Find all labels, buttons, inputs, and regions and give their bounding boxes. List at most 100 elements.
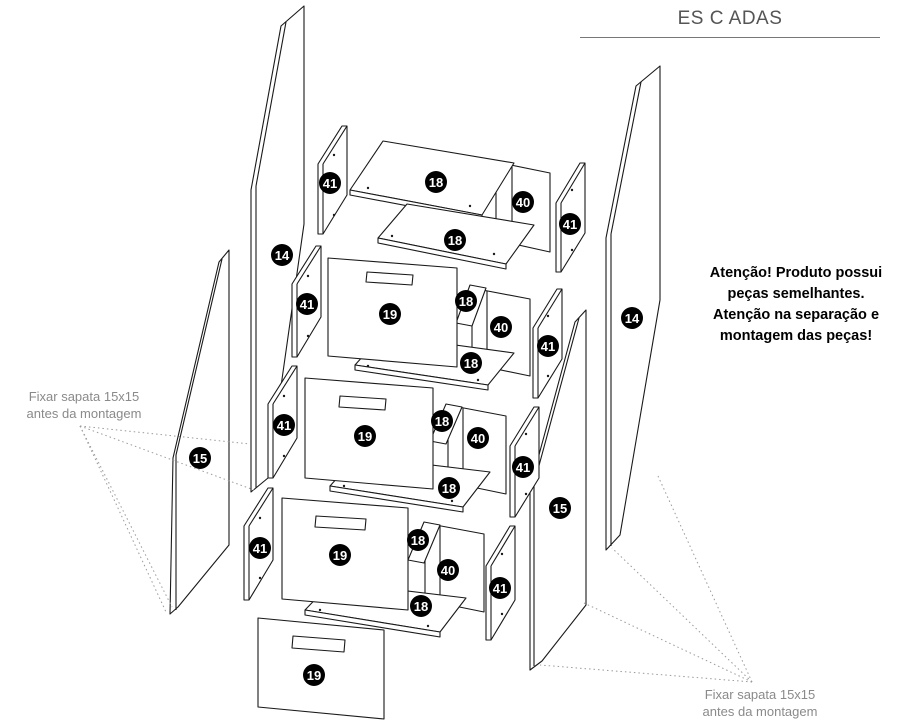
side-panel-15-right [529,309,587,671]
part-badge-number: 19 [333,548,347,563]
part-badge-divider-r4-left: 41 [249,537,271,559]
warning-line-4: montagem das peças! [719,328,873,344]
part-badge-circle [273,414,295,436]
part-badge-circle [444,229,466,251]
part-badge-divider-r3-left: 41 [273,414,295,436]
part-badge-divider-r3-right: 41 [512,456,534,478]
foot-note-right-line-2: antes da montagem [702,704,818,719]
part-badge-back-r4: 40 [437,559,459,581]
part-badge-number: 41 [516,460,530,475]
part-badge-number: 18 [442,481,456,496]
part-badge-circle [319,172,341,194]
part-badge-circle [271,244,293,266]
part-badge-number: 18 [448,233,462,248]
part-badge-circle [296,293,318,315]
part-badge-side-short-left: 15 [189,447,211,469]
foot-note-left-line-1: Fixar sapata 15x15 [28,389,140,404]
part-badge-circle [410,595,432,617]
part-badge-circle [460,352,482,374]
warning-line-1: Atenção! Produto possui [709,265,883,281]
part-badge-shelf-r3-bottom: 18 [438,477,460,499]
part-badge-divider-r2-right: 41 [537,335,559,357]
part-badge-circle [537,335,559,357]
part-badge-side-tall-left: 14 [271,244,293,266]
part-badge-number: 18 [429,175,443,190]
part-badge-circle [455,290,477,312]
part-badge-number: 18 [464,356,478,371]
part-badge-circle [467,427,489,449]
part-badge-number: 41 [563,217,577,232]
part-badge-drawer-front-r3: 19 [354,425,376,447]
part-badge-number: 19 [307,668,321,683]
part-badge-circle [431,410,453,432]
part-badge-circle [189,447,211,469]
part-badge-number: 18 [414,599,428,614]
part-badge-number: 41 [541,339,555,354]
foot-note-right: Fixar sapata 15x15 antes da montagem [680,686,840,720]
part-badge-number: 19 [383,307,397,322]
part-badge-number: 40 [494,320,508,335]
part-badge-shelf-r1-bottom: 18 [444,229,466,251]
part-badge-circle [512,456,534,478]
foot-note-left: Fixar sapata 15x15 antes da montagem [4,388,164,422]
part-badge-number: 40 [471,431,485,446]
part-badge-circle [621,307,643,329]
warning-message: Atenção! Produto possui peças semelhante… [676,263,913,347]
foot-leader-lines [79,425,753,683]
part-badge-shelf-r4-bottom: 18 [410,595,432,617]
part-badge-number: 18 [435,414,449,429]
part-badge-number: 41 [323,176,337,191]
part-badge-circle [329,544,351,566]
part-badge-shelf-r3-back: 18 [431,410,453,432]
part-badge-side-tall-right: 14 [621,307,643,329]
warning-line-3: Atenção na separação e [712,307,880,323]
side-panel-15-left [169,249,230,615]
part-badge-divider-r4-right: 41 [489,577,511,599]
part-badge-circle [354,425,376,447]
part-badge-number: 41 [253,541,267,556]
part-badge-side-short-right: 15 [549,497,571,519]
part-badge-drawer-front-r2: 19 [379,303,401,325]
part-badge-number: 18 [459,294,473,309]
part-badge-number: 40 [441,563,455,578]
warning-line-2: peças semelhantes. [727,286,865,302]
part-badge-drawer-front-bottom: 19 [303,664,325,686]
part-badge-number: 41 [300,297,314,312]
part-badge-circle [407,529,429,551]
title-rule [580,37,880,38]
part-badge-circle [303,664,325,686]
part-badge-circle [425,171,447,193]
part-badge-divider-r1-right: 41 [559,213,581,235]
part-badge-circle [437,559,459,581]
part-number-badges: 14 14 15 15 41 18 40 41 18 41 19 18 40 41 18 41 19 18 40 41… [189,171,643,686]
part-badge-number: 40 [516,195,530,210]
part-badge-number: 15 [553,501,567,516]
part-badge-circle [490,316,512,338]
part-badge-number: 41 [493,581,507,596]
part-badge-shelf-r2-bottom: 18 [460,352,482,374]
part-badge-shelf-r4-back: 18 [407,529,429,551]
part-badge-circle [249,537,271,559]
part-badge-circle [379,303,401,325]
foot-note-left-line-2: antes da montagem [26,406,142,421]
part-badge-drawer-front-r4: 19 [329,544,351,566]
part-badge-divider-r1-left: 41 [319,172,341,194]
part-badge-number: 19 [358,429,372,444]
page-title: ES C ADAS [677,8,783,29]
part-badge-back-r2: 40 [490,316,512,338]
part-badge-number: 14 [275,248,290,263]
part-badge-number: 18 [411,533,425,548]
part-badge-circle [438,477,460,499]
part-badge-back-r1: 40 [512,191,534,213]
part-badge-shelf-r2-back: 18 [455,290,477,312]
part-badge-back-r3: 40 [467,427,489,449]
part-badge-divider-r2-left: 41 [296,293,318,315]
part-badge-number: 41 [277,418,291,433]
part-badge-circle [512,191,534,213]
part-badge-circle [549,497,571,519]
part-badge-number: 15 [193,451,207,466]
part-badge-shelf-r1-top: 18 [425,171,447,193]
part-badge-circle [559,213,581,235]
foot-note-right-line-1: Fixar sapata 15x15 [704,687,816,702]
